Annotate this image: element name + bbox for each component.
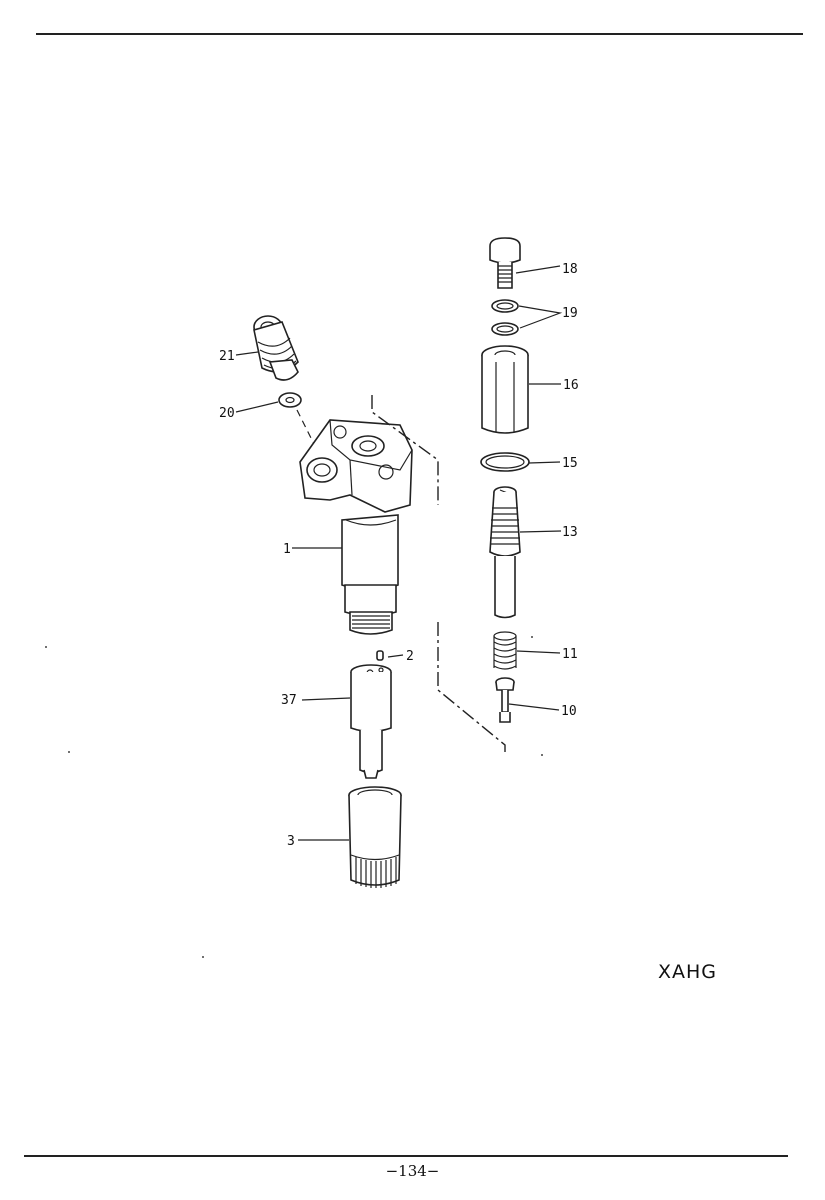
top-rule — [36, 33, 803, 35]
part-11-spring — [493, 631, 517, 670]
callout-20: 20 — [219, 406, 235, 421]
part-18-plug — [489, 237, 521, 289]
part-20-washer — [278, 392, 302, 408]
callout-15: 15 — [562, 456, 578, 471]
part-10-spring-seat — [495, 677, 515, 723]
bottom-rule — [24, 1155, 788, 1157]
leader-lines — [235, 265, 563, 841]
part-15-gasket — [480, 452, 530, 472]
part-1-injector-body — [299, 419, 413, 635]
part-21-connector — [253, 315, 299, 381]
callout-3: 3 — [287, 834, 295, 849]
callout-19: 19 — [562, 306, 578, 321]
callout-37: 37 — [281, 693, 297, 708]
page-number: −134− — [385, 1162, 440, 1180]
callout-1: 1 — [283, 542, 291, 557]
callout-10: 10 — [561, 704, 577, 719]
part-37-nozzle — [350, 664, 392, 779]
assembly-line-lower — [437, 622, 506, 752]
callout-16: 16 — [563, 378, 579, 393]
part-2-pin — [376, 650, 384, 661]
part-3-retaining-nut — [348, 786, 402, 888]
catalog-code: XAHG — [658, 961, 718, 983]
callout-11: 11 — [562, 647, 578, 662]
callout-13: 13 — [562, 525, 578, 540]
assembly-line-upper — [371, 395, 439, 505]
callout-21: 21 — [219, 349, 235, 364]
assembly-line-20 — [296, 409, 323, 461]
callout-18: 18 — [562, 262, 578, 277]
part-13-spindle — [489, 486, 521, 619]
part-19-shims — [491, 299, 519, 336]
part-16-spring-holder — [481, 345, 529, 434]
callout-2: 2 — [406, 649, 414, 664]
